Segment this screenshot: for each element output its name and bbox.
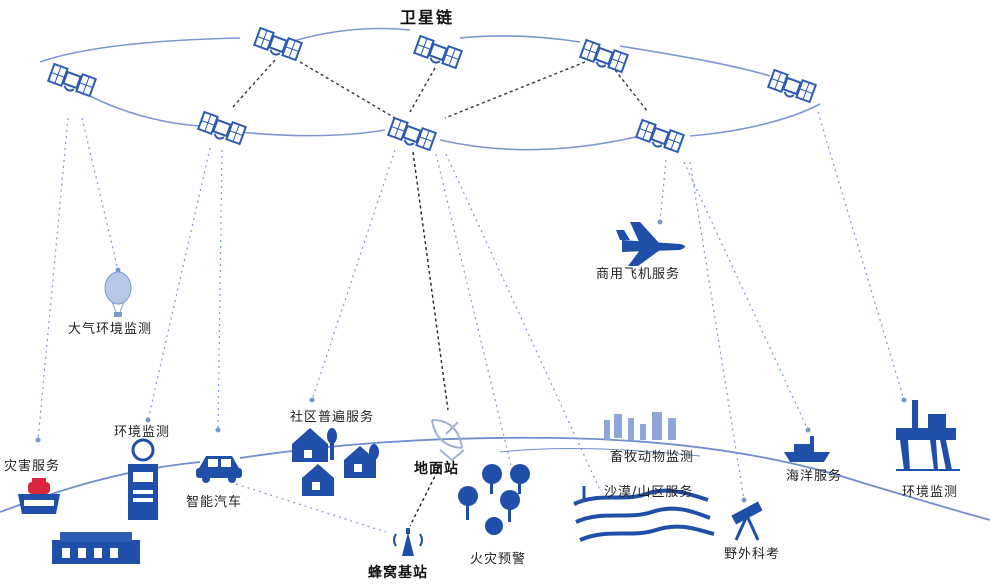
dish-icon [431, 419, 465, 462]
label-ground-station: 地面站 [414, 461, 459, 477]
orbit-arc [289, 27, 411, 43]
satellite-icon [196, 111, 247, 147]
orbit-arc [39, 37, 241, 63]
label-fire-warning: 火灾预警 [470, 552, 527, 567]
label-atmos-monitor: 大气环境监测 [68, 322, 153, 337]
inter-satellite-links [231, 59, 649, 119]
label-desert-service: 沙漠/山区服务 [604, 485, 694, 500]
downlinks [37, 111, 905, 533]
isl-link [409, 67, 436, 113]
label-disaster-service: 灾害服务 [4, 459, 61, 474]
cell-tower-icon [393, 528, 423, 556]
uplink [409, 465, 441, 527]
satellite-icon [46, 63, 97, 99]
downlink [659, 159, 667, 223]
satellite-icon [634, 119, 685, 155]
isl-link [444, 61, 586, 119]
orbit-arc [89, 95, 201, 127]
downlink [817, 111, 905, 401]
ship-icon [784, 436, 830, 462]
downlink [683, 161, 809, 431]
car-icon [196, 456, 242, 483]
orbit-arc [689, 103, 821, 137]
label-ocean-service: 海洋服务 [786, 469, 843, 484]
uplink [412, 151, 449, 411]
downlink [81, 117, 119, 271]
downlink [217, 149, 223, 431]
satellite-icon [578, 39, 629, 75]
orbit-lines [39, 27, 821, 151]
isl-link [614, 69, 649, 113]
downlink [37, 117, 69, 441]
surface-curve [239, 436, 990, 521]
emergency-icon [18, 478, 60, 514]
satellite-icon [252, 27, 303, 63]
livestock-icon [604, 412, 676, 440]
orbit-arc [619, 45, 771, 77]
label-smart-car: 智能汽车 [186, 495, 243, 510]
downlink [147, 147, 211, 421]
downlink [435, 153, 513, 471]
downlink [311, 149, 396, 401]
label-aviation-service: 商用飞机服务 [596, 267, 681, 282]
satellite-icon [412, 35, 463, 71]
diagram-title: 卫星链 [400, 8, 455, 27]
orbit-arc [239, 129, 386, 137]
label-community-service: 社区普遍服务 [290, 410, 375, 425]
orbit-arc [439, 135, 641, 151]
satellite-icon [766, 69, 817, 105]
airplane-icon [616, 222, 685, 266]
oil-platform-icon [896, 400, 960, 471]
houses-icon [292, 428, 379, 496]
label-livestock-monitor: 畜牧动物监测 [610, 450, 695, 465]
label-field-research: 野外科考 [724, 547, 781, 562]
desert-icon [573, 486, 715, 542]
building-icon [52, 532, 140, 564]
surface-curve [499, 448, 701, 457]
downlink [235, 483, 387, 533]
isl-link [299, 61, 396, 119]
ground-uplink [409, 151, 449, 527]
downlink [445, 153, 601, 491]
isl-link [231, 59, 276, 109]
orbit-arc [459, 35, 581, 43]
label-env-monitor-right: 环境监测 [902, 485, 959, 500]
satellite-icon [386, 117, 437, 153]
telescope-icon [731, 501, 763, 541]
arrow-heads [35, 219, 907, 503]
label-cellular-station: 蜂窝基站 [368, 565, 428, 581]
forest-icon [458, 464, 530, 535]
monitor-station-icon [128, 438, 158, 520]
balloon-icon [104, 271, 132, 317]
label-env-monitor-left: 环境监测 [114, 425, 171, 440]
